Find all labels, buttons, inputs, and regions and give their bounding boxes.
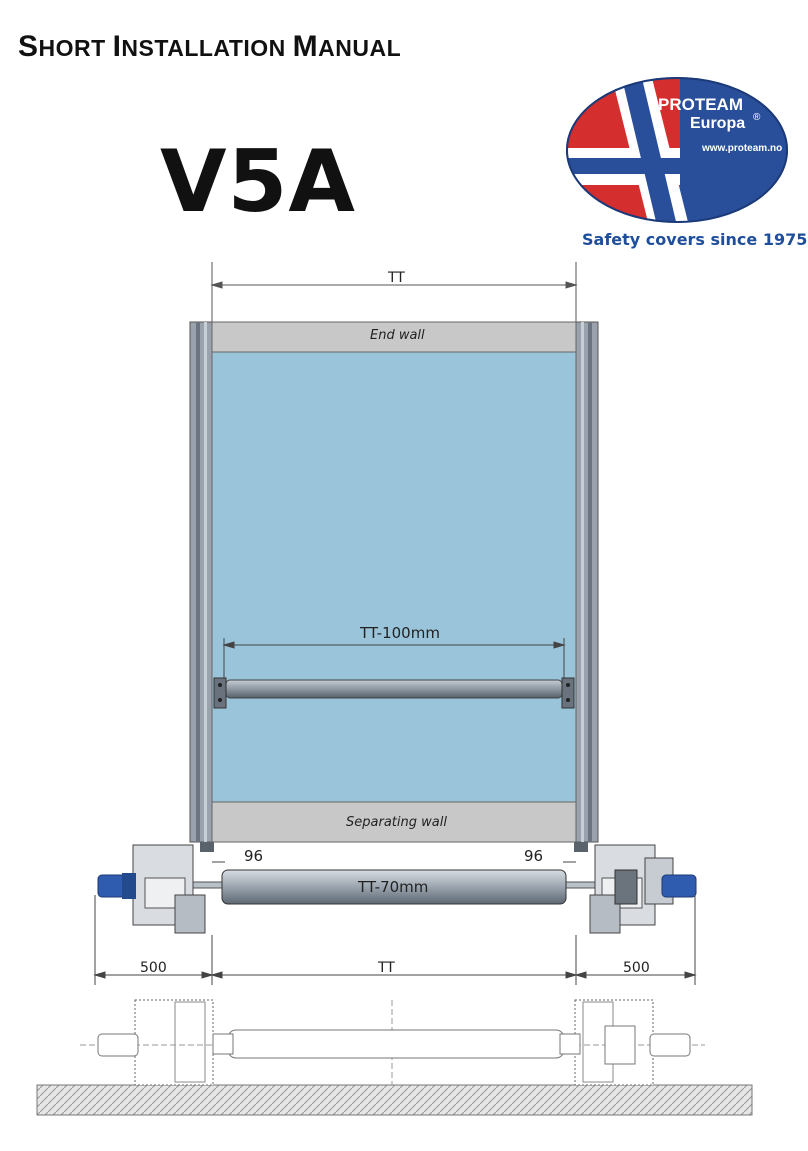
end-wall-label: End wall bbox=[370, 328, 425, 343]
logo-brand: PROTEAM bbox=[658, 95, 743, 114]
side-roller bbox=[227, 1029, 565, 1059]
dimension-96-right-label: 96 bbox=[524, 847, 543, 865]
flag-blue-stripe-v bbox=[620, 78, 678, 222]
dimension-bottom bbox=[93, 895, 697, 985]
manual-title: SHORT INSTALLATION MANUAL bbox=[18, 30, 402, 63]
dimension-top-label: TT bbox=[387, 270, 405, 286]
side-view bbox=[36, 999, 753, 1116]
cover-end-bar bbox=[213, 677, 575, 709]
pool-plan bbox=[189, 321, 599, 852]
logo-brand-sub: Europa bbox=[690, 115, 745, 132]
frame-left bbox=[189, 321, 213, 843]
side-bracket-left bbox=[134, 999, 214, 1086]
ground bbox=[36, 1084, 753, 1116]
logo-url: www.proteam.no bbox=[701, 143, 782, 154]
frame-right bbox=[575, 321, 599, 843]
dimension-500-left-label: 500 bbox=[140, 960, 167, 976]
roller-label: TT-70mm bbox=[357, 878, 428, 896]
dimension-500-right-label: 500 bbox=[623, 960, 650, 976]
pool-water bbox=[211, 351, 577, 803]
roller-tube bbox=[221, 869, 567, 905]
roller-assembly bbox=[97, 844, 697, 934]
separating-wall-label: Separating wall bbox=[346, 815, 447, 830]
proteam-logo: PROTEAM Europa ® www.proteam.no bbox=[566, 77, 788, 223]
separating-wall bbox=[211, 801, 577, 843]
logo-tagline: Safety covers since 1975 bbox=[582, 230, 808, 249]
end-wall bbox=[211, 321, 577, 353]
motor-right bbox=[661, 874, 697, 898]
model-name: V5A bbox=[160, 132, 356, 232]
dimension-top bbox=[210, 262, 578, 322]
dimension-inner-label: TT-100mm bbox=[359, 624, 440, 642]
dimension-tt-bottom-label: TT bbox=[377, 960, 395, 976]
flag-blue-stripe-h bbox=[567, 158, 680, 174]
dimension-inner bbox=[222, 638, 566, 680]
logo-registered: ® bbox=[753, 112, 761, 123]
dimension-96-left-label: 96 bbox=[244, 847, 263, 865]
